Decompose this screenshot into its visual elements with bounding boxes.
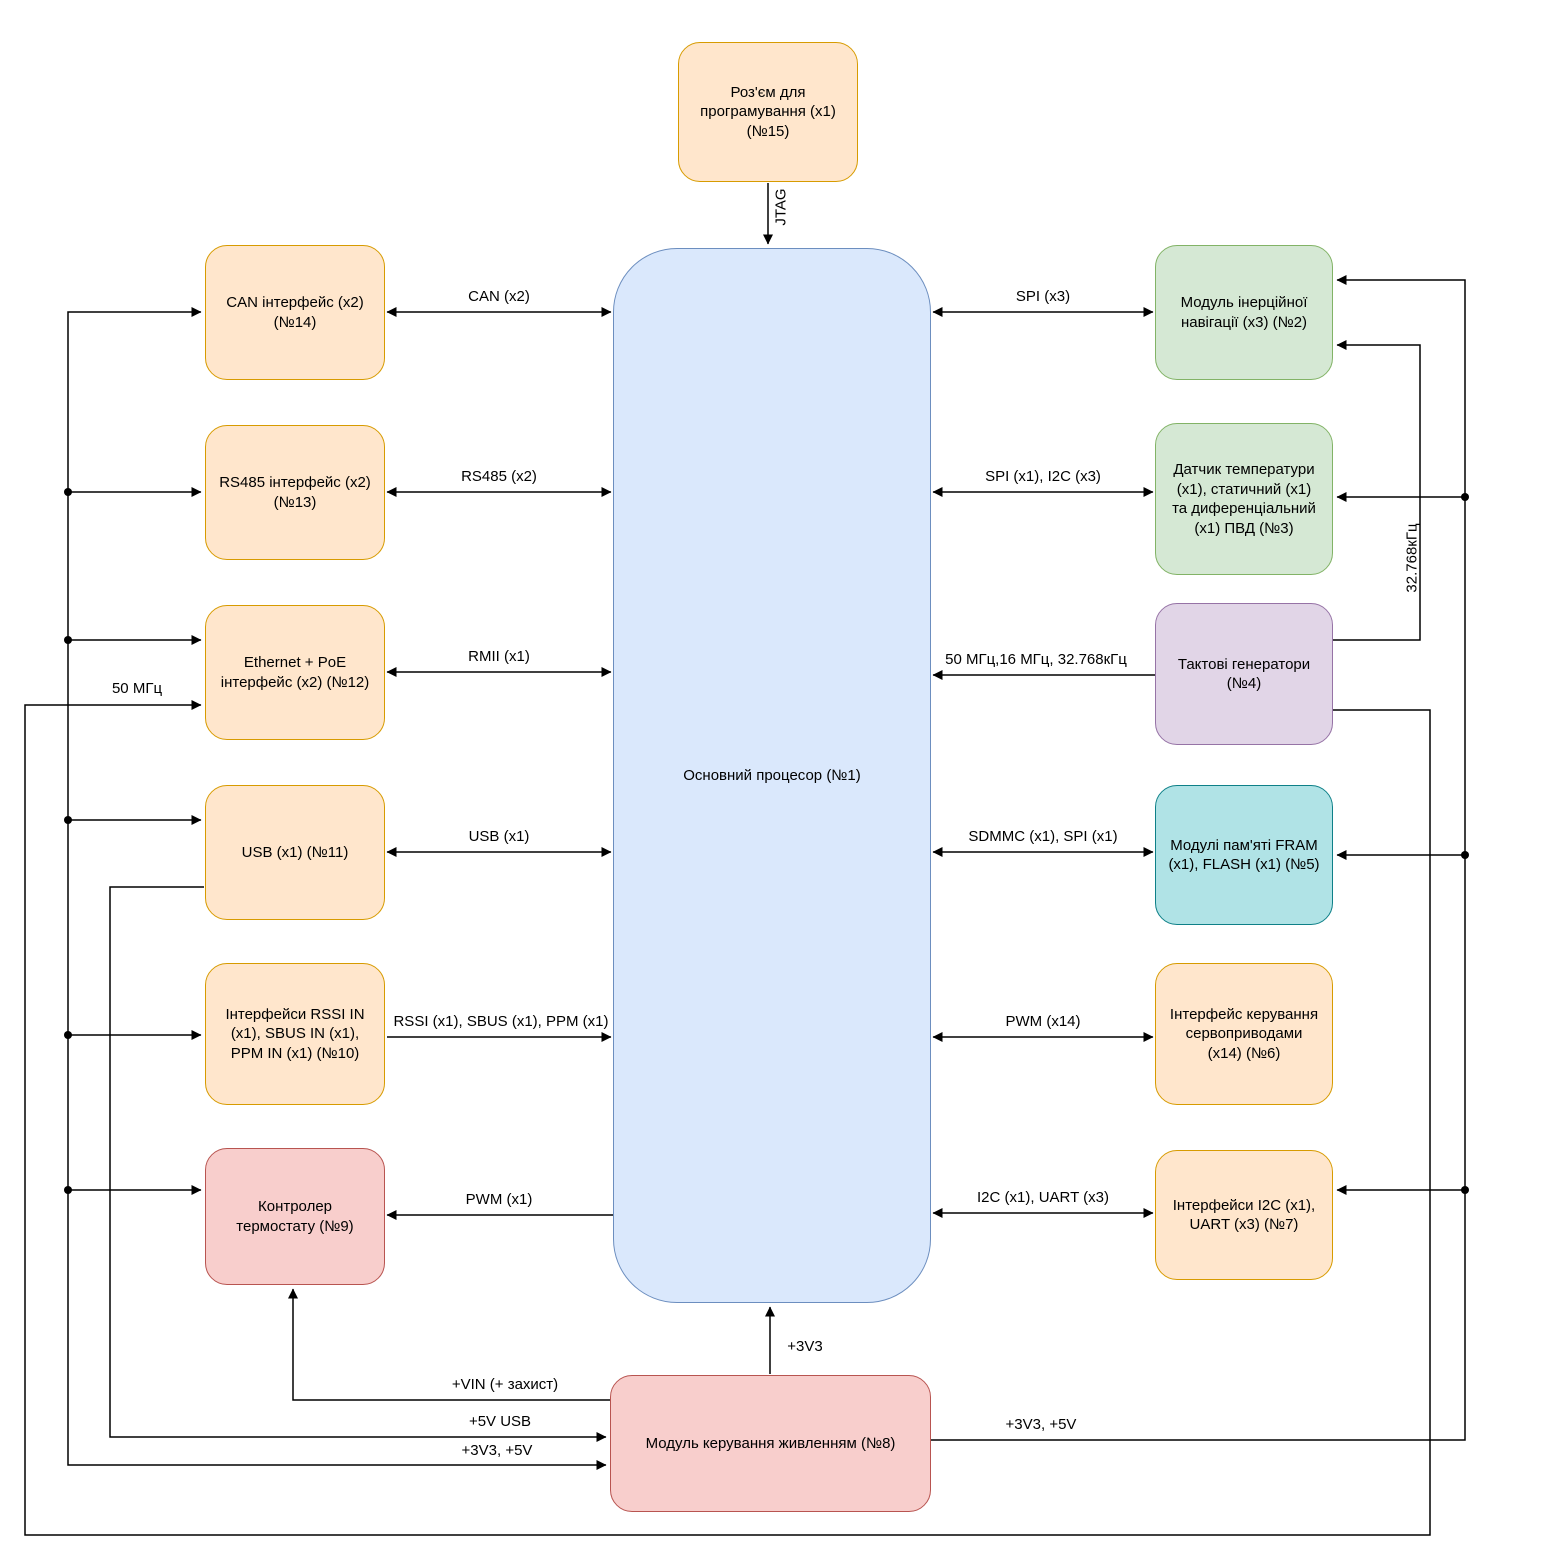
edge-label-50mhz: 50 МГц <box>109 680 165 697</box>
node-i2c-uart-interfaces-label: Інтерфейси I2C (x1), UART (x3) (№7) <box>1172 1196 1316 1234</box>
edge-label-rssi: RSSI (x1), SBUS (x1), PPM (x1) <box>391 1013 611 1030</box>
node-rs485-interface-label: RS485 інтерфейс (x2) (№13) <box>219 474 371 511</box>
node-usb-interface: USB (x1) (№11) <box>205 785 385 920</box>
edge-label-jtag: JTAG <box>772 188 790 226</box>
edge-label-spi3: SPI (x3) <box>1013 288 1073 305</box>
node-memory-modules-label: Модулі пам'яті FRAM (x1), FLASH (x1) (№5… <box>1168 836 1320 874</box>
edge-label-spi-i2c: SPI (x1), I2C (x3) <box>983 468 1103 485</box>
edge-label-rs485: RS485 (x2) <box>459 468 539 485</box>
node-temperature-pressure-sensors: Датчик температури (x1), статичний (x1) … <box>1155 423 1333 575</box>
node-clock-generators: Тактові генератори (№4) <box>1155 603 1333 745</box>
node-main-processor: Основний процесор (№1) <box>613 248 931 1303</box>
node-main-processor-label: Основний процесор (№1) <box>683 766 861 784</box>
edge-label-32768khz: 32.768кГц <box>1403 523 1421 593</box>
node-usb-interface-label: USB (x1) (№11) <box>241 843 349 861</box>
node-clock-generators-label: Тактові генератори (№4) <box>1177 655 1311 693</box>
edge-label-sdmmc: SDMMC (x1), SPI (x1) <box>966 828 1120 845</box>
node-inertial-navigation-module-label: Модуль інерційної навігації (x3) (№2) <box>1180 294 1308 331</box>
edge-label-vin: +VIN (+ захист) <box>449 1376 561 1393</box>
edge-label-rmii: RMII (x1) <box>466 648 532 665</box>
node-can-interface-label: CAN інтерфейс (x2) (№14) <box>226 294 364 331</box>
edge-label-5v-usb: +5V USB <box>466 1413 534 1430</box>
edge-32768khz-line <box>1333 340 1421 641</box>
edge-label-pwm14: PWM (x14) <box>1003 1013 1083 1030</box>
edge-label-i2c-uart: I2C (x1), UART (x3) <box>975 1189 1111 1206</box>
node-programming-connector: Роз'єм для програмування (x1) (№15) <box>678 42 858 182</box>
node-programming-connector-label: Роз'єм для програмування (x1) (№15) <box>700 83 836 140</box>
node-temperature-pressure-sensors-label: Датчик температури (x1), статичний (x1) … <box>1172 461 1316 537</box>
node-can-interface: CAN інтерфейс (x2) (№14) <box>205 245 385 380</box>
node-inertial-navigation-module: Модуль інерційної навігації (x3) (№2) <box>1155 245 1333 380</box>
edge-label-clocks-out: 50 МГц,16 МГц, 32.768кГц <box>943 651 1129 668</box>
node-memory-modules: Модулі пам'яті FRAM (x1), FLASH (x1) (№5… <box>1155 785 1333 925</box>
edge-label-can: CAN (x2) <box>466 288 532 305</box>
node-ethernet-poe-interface-label: Ethernet + PoE інтерфейс (x2) (№12) <box>220 654 370 691</box>
node-servo-control-interface: Інтерфейс керування сервоприводами (x14)… <box>1155 963 1333 1105</box>
edge-label-3v3: +3V3 <box>785 1338 825 1355</box>
node-servo-control-interface-label: Інтерфейс керування сервоприводами (x14)… <box>1169 1005 1319 1062</box>
node-thermostat-controller: Контролер термостату (№9) <box>205 1148 385 1285</box>
node-rssi-sbus-ppm-interfaces: Інтерфейси RSSI IN (x1), SBUS IN (x1), P… <box>205 963 385 1105</box>
node-rs485-interface: RS485 інтерфейс (x2) (№13) <box>205 425 385 560</box>
node-rssi-sbus-ppm-interfaces-label: Інтерфейси RSSI IN (x1), SBUS IN (x1), P… <box>225 1005 365 1062</box>
node-i2c-uart-interfaces: Інтерфейси I2C (x1), UART (x3) (№7) <box>1155 1150 1333 1280</box>
edge-label-usb: USB (x1) <box>466 828 532 845</box>
edge-label-pwm-thermostat: PWM (x1) <box>463 1191 535 1208</box>
node-ethernet-poe-interface: Ethernet + PoE інтерфейс (x2) (№12) <box>205 605 385 740</box>
node-power-management-module-label: Модуль керування живленням (№8) <box>645 1434 896 1452</box>
edge-label-3v3-5v-right: +3V3, +5V <box>1003 1416 1079 1433</box>
node-thermostat-controller-label: Контролер термостату (№9) <box>236 1198 354 1235</box>
edge-label-3v3-5v-left: +3V3, +5V <box>459 1442 535 1459</box>
node-power-management-module: Модуль керування живленням (№8) <box>610 1375 931 1512</box>
